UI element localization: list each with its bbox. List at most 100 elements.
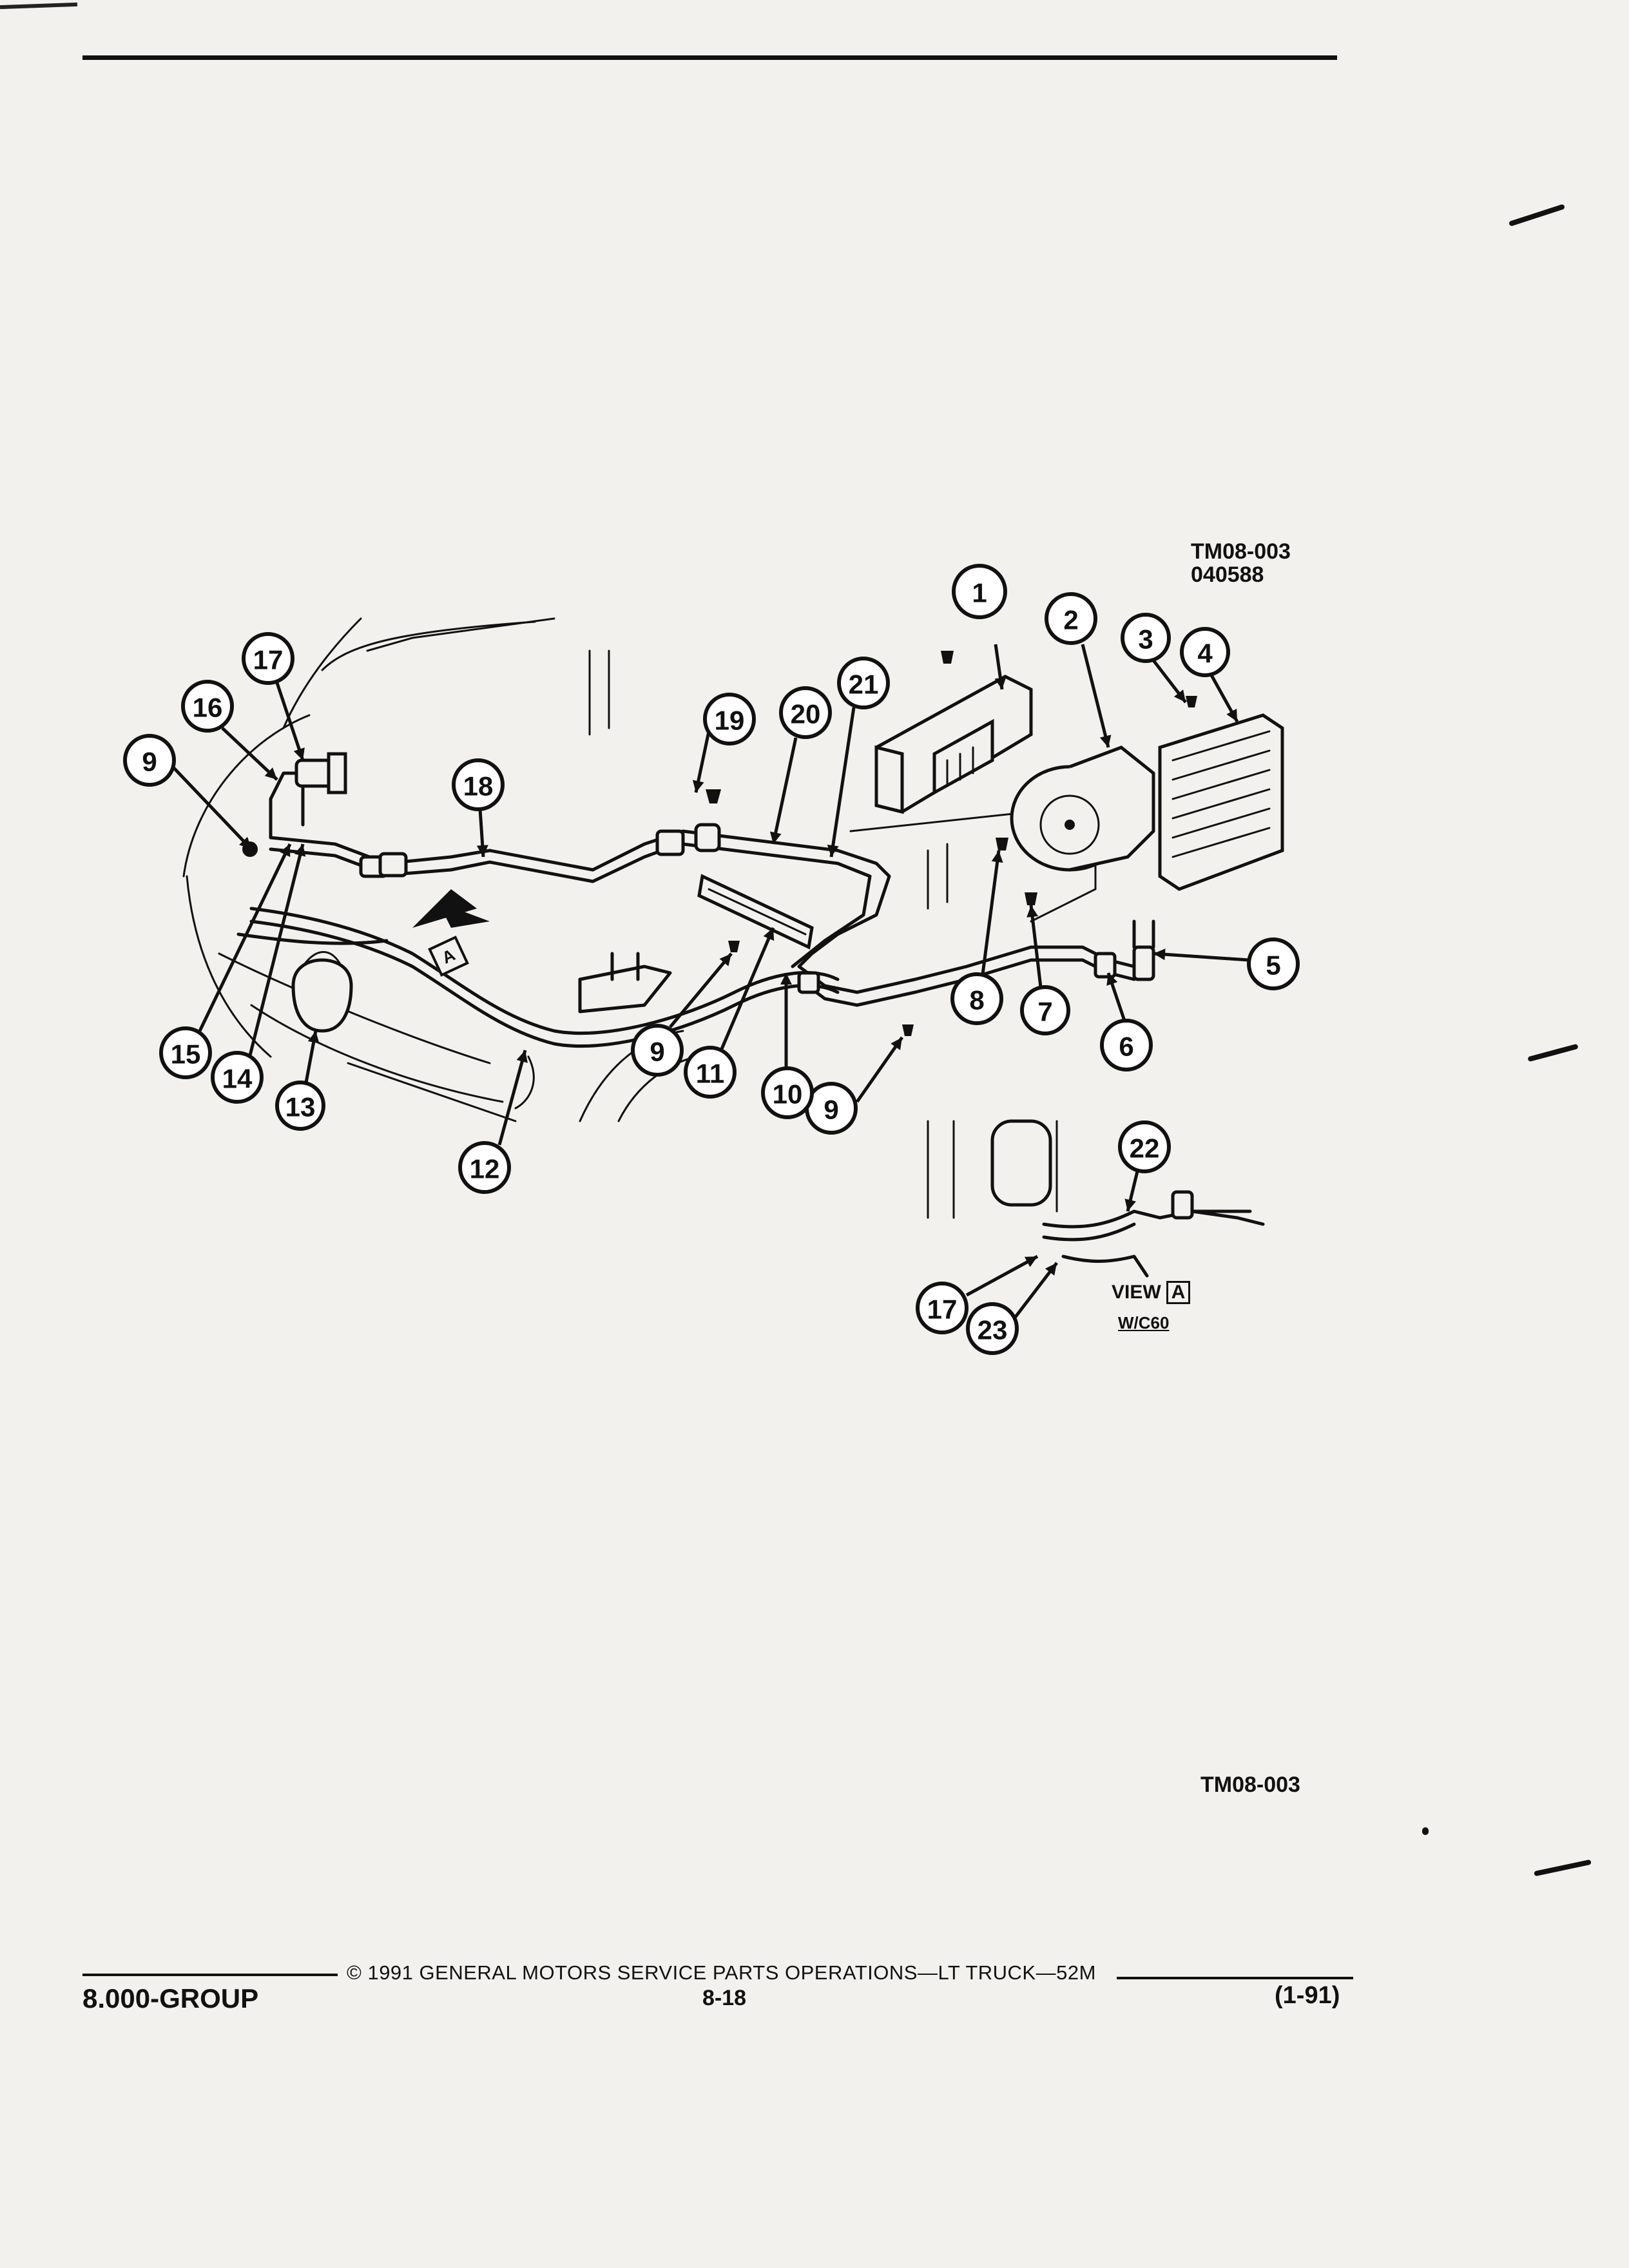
view-label-text: VIEW bbox=[1112, 1282, 1161, 1303]
callout-11: 11 bbox=[684, 1046, 737, 1099]
hose-12 bbox=[236, 907, 840, 1048]
callout-5: 5 bbox=[1247, 937, 1300, 990]
callout-number: 17 bbox=[927, 1294, 958, 1325]
callout-number: 1 bbox=[972, 578, 987, 608]
callout-number: 19 bbox=[715, 706, 745, 736]
callout-circle bbox=[966, 1302, 1019, 1355]
callout-circle bbox=[123, 734, 176, 787]
callout-circle bbox=[837, 657, 890, 709]
callout-number: 14 bbox=[222, 1064, 253, 1094]
rail-11 bbox=[697, 874, 814, 950]
callout-circle bbox=[952, 564, 1007, 619]
callout-arrowhead bbox=[1106, 973, 1118, 986]
callout-arrowhead bbox=[763, 928, 775, 941]
footer-rule-right bbox=[1117, 1977, 1353, 1979]
callout-22: 22 bbox=[1118, 1120, 1171, 1173]
callout-arrowhead bbox=[1027, 905, 1039, 918]
callout-arrowhead bbox=[294, 844, 306, 857]
callout-circle bbox=[1045, 592, 1097, 645]
callout-arrowhead bbox=[719, 954, 731, 966]
callout-number: 11 bbox=[696, 1059, 724, 1089]
callout-leader bbox=[248, 843, 305, 1056]
callout-leader bbox=[965, 1254, 1039, 1297]
callout-leader bbox=[1153, 952, 1249, 962]
callout-number: 15 bbox=[171, 1039, 201, 1070]
callout-arrowhead bbox=[476, 845, 488, 857]
view-option-label: W/C60 bbox=[1118, 1313, 1170, 1332]
top-rule bbox=[82, 55, 1337, 60]
footer-rule-left bbox=[82, 1974, 338, 1976]
callout-number: 13 bbox=[285, 1092, 316, 1122]
callout-arrowhead bbox=[827, 844, 839, 857]
callout-number: 6 bbox=[1119, 1032, 1133, 1062]
footer-page: 8-18 bbox=[702, 1986, 747, 2010]
callout-number: 9 bbox=[142, 747, 157, 777]
blower-motor-2 bbox=[1010, 745, 1155, 872]
callout-arrowhead bbox=[1153, 948, 1166, 961]
callout-15: 15 bbox=[159, 1026, 212, 1079]
callout-circle bbox=[1121, 613, 1171, 663]
figure-code: TM08-003 bbox=[1191, 539, 1291, 564]
callout-leader bbox=[497, 1050, 527, 1146]
callout-arrowhead bbox=[1099, 735, 1112, 747]
callout-21: 21 bbox=[837, 657, 890, 709]
view-a-marker-letter: A bbox=[438, 944, 458, 968]
margin-dot bbox=[1422, 1827, 1429, 1835]
callout-7: 7 bbox=[1020, 985, 1070, 1035]
callout-number: 21 bbox=[849, 669, 879, 700]
callout-1: 1 bbox=[952, 564, 1007, 619]
callout-arrowhead bbox=[780, 973, 792, 985]
callout-23: 23 bbox=[966, 1302, 1019, 1355]
callout-arrowhead bbox=[1024, 1256, 1037, 1267]
callout-circle bbox=[275, 1081, 325, 1131]
view-a-inset bbox=[927, 1119, 1265, 1278]
callout-number: 7 bbox=[1037, 997, 1052, 1027]
callout-number: 17 bbox=[253, 645, 284, 675]
callout-arrowhead bbox=[1124, 1198, 1136, 1211]
callout-number: 2 bbox=[1063, 605, 1078, 635]
bracket-center bbox=[578, 952, 672, 1014]
callout-19: 19 bbox=[703, 693, 756, 745]
callout-leader bbox=[771, 737, 798, 845]
callout-leader bbox=[981, 850, 1001, 975]
callout-leader bbox=[1029, 905, 1043, 988]
callout-number: 8 bbox=[969, 985, 984, 1015]
callout-circle bbox=[1118, 1120, 1171, 1173]
figure-code-top: TM08-003 040588 bbox=[1191, 540, 1291, 586]
callout-3: 3 bbox=[1121, 613, 1171, 663]
callout-arrowhead bbox=[264, 767, 277, 780]
callout-number: 18 bbox=[463, 771, 494, 802]
callout-20: 20 bbox=[779, 686, 832, 739]
callout-circle bbox=[684, 1046, 737, 1099]
callout-leader bbox=[275, 682, 305, 761]
callout-circle bbox=[950, 972, 1003, 1025]
callout-arrowhead bbox=[293, 747, 305, 760]
callout-18: 18 bbox=[452, 758, 505, 811]
callout-circle bbox=[1180, 627, 1230, 677]
callout-number: 16 bbox=[193, 693, 223, 723]
fasteners bbox=[706, 651, 1197, 1036]
footer-group: 8.000-GROUP bbox=[82, 1983, 259, 2013]
callout-arrowhead bbox=[307, 1031, 320, 1044]
footer-revision: (1-91) bbox=[1275, 1982, 1340, 2009]
callout-number: 10 bbox=[773, 1079, 803, 1110]
figure-code-bottom: TM08-003 bbox=[1200, 1773, 1300, 1797]
reservoir-13 bbox=[291, 951, 353, 1033]
callout-number: 22 bbox=[1130, 1133, 1160, 1164]
callout-leader bbox=[669, 952, 733, 1028]
callout-circle bbox=[458, 1141, 511, 1194]
callout-arrowhead bbox=[991, 850, 1003, 863]
callout-number: 5 bbox=[1266, 950, 1280, 981]
callout-arrowhead bbox=[239, 836, 251, 849]
callout-17: 17 bbox=[242, 632, 294, 685]
callout-leader bbox=[855, 1036, 904, 1103]
callout-circle bbox=[159, 1026, 212, 1079]
tubes-20-21 bbox=[681, 823, 891, 968]
callout-leader bbox=[829, 707, 856, 858]
callout-arrowhead bbox=[1173, 689, 1186, 702]
callout-number: 4 bbox=[1197, 639, 1213, 669]
callout-arrowhead bbox=[891, 1037, 902, 1050]
heater-housing-1 bbox=[849, 675, 1097, 923]
callout-8: 8 bbox=[950, 972, 1003, 1025]
